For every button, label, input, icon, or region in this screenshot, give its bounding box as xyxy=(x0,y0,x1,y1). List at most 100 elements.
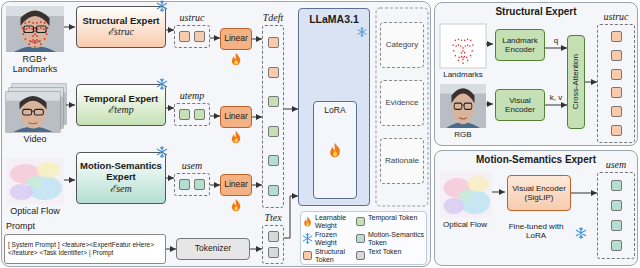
token-label: ustruc xyxy=(180,12,205,24)
connector-arrow xyxy=(545,105,567,106)
image-caption: RGB+ Landmarks xyxy=(4,54,66,75)
token-square xyxy=(194,31,205,42)
output-box: Category xyxy=(380,22,424,68)
node-text: ℰtemp xyxy=(108,104,133,116)
token-group: usem xyxy=(174,160,210,196)
encoder-box: Visual Encoder (SigLIP) xyxy=(507,175,571,211)
token-label: Ttex xyxy=(264,212,281,224)
connector-arrow xyxy=(252,117,262,118)
token-square xyxy=(268,185,279,196)
output-box: Rationale xyxy=(380,138,424,184)
token-square xyxy=(268,247,279,258)
frozen-icon xyxy=(156,0,168,12)
token-square xyxy=(611,180,622,191)
token-square xyxy=(611,50,622,61)
legend-text: Temporal Token xyxy=(368,214,428,222)
attention-box: Cross-Attention xyxy=(567,35,585,129)
legend-swatch xyxy=(356,217,365,226)
token-label: usem xyxy=(182,160,203,172)
connector-arrow xyxy=(166,30,174,31)
token-frame xyxy=(262,225,284,264)
rgb-image xyxy=(440,84,486,128)
image-caption: Video xyxy=(4,134,66,144)
node-text: Linear xyxy=(224,34,248,44)
landmark-image xyxy=(440,24,486,68)
node-text: [ System Prompt ] <feature><ExpertFeatur… xyxy=(8,241,162,257)
node-text: Rationale xyxy=(385,156,419,165)
connector-arrow xyxy=(250,249,262,250)
token-label: Tdeft xyxy=(263,12,284,24)
connector-arrow xyxy=(252,39,262,40)
token-sequence: Ttex xyxy=(262,212,284,264)
node-text: Cross-Attention xyxy=(571,54,580,109)
image-caption: Optical Flow xyxy=(2,206,68,216)
token-square xyxy=(268,155,279,166)
detail-panel: Motion-Semantics ExpertVisual Encoder (S… xyxy=(434,150,638,266)
token-square xyxy=(611,240,622,251)
token-square xyxy=(611,200,622,211)
encoder-box: Landmark Encoder xyxy=(495,29,545,61)
legend-text: Structural Token xyxy=(315,248,354,264)
panel-ground xyxy=(435,151,638,266)
connector-arrow xyxy=(545,48,567,49)
image-caption: Optical Flow xyxy=(434,220,496,229)
linear-layer: Linear xyxy=(220,174,252,196)
output-frame xyxy=(376,8,428,206)
connector-arrow xyxy=(585,82,597,83)
connector-arrow xyxy=(210,116,220,117)
prompt-box: [ System Prompt ] <feature><ExpertFeatur… xyxy=(4,234,166,264)
image-caption: Fine-tuned with LoRA xyxy=(500,222,572,240)
node-text: ℰsem xyxy=(110,183,132,195)
node-text: ℰstruc xyxy=(108,26,134,38)
node-text: Linear xyxy=(224,112,248,122)
token-square xyxy=(611,31,622,42)
node-text: Motion-Semantics Expert xyxy=(80,161,162,183)
token-sequence: ustruc xyxy=(597,11,635,143)
connector-arrow xyxy=(166,108,174,109)
token-frame xyxy=(597,172,635,259)
token-square xyxy=(611,106,622,117)
frozen-icon xyxy=(156,78,168,90)
expert-box: Motion-Semantics Expertℰsem xyxy=(76,152,166,204)
connector-arrow xyxy=(284,109,298,110)
frozen-icon xyxy=(156,146,168,158)
connector-arrow xyxy=(210,185,220,186)
expert-box: Temporal Expertℰtemp xyxy=(76,84,166,126)
token-square xyxy=(268,37,279,48)
frozen-icon xyxy=(302,233,313,244)
expert-box: Structural Expertℰstruc xyxy=(76,6,166,48)
token-sequence: Tdeft xyxy=(262,12,284,208)
image-caption: RGB xyxy=(436,130,490,139)
token-square xyxy=(268,231,279,242)
input-arrows xyxy=(64,27,505,192)
node-text: Category xyxy=(386,40,418,49)
token-square xyxy=(611,69,622,80)
token-square xyxy=(179,179,190,190)
node-text: Evidence xyxy=(386,98,419,107)
token-label: ustruc xyxy=(604,11,629,23)
main-panel xyxy=(2,2,431,267)
token-square xyxy=(268,126,279,137)
token-square xyxy=(611,125,622,136)
token-group: utemp xyxy=(174,90,210,126)
legend-text: Motion-Semantics Token xyxy=(368,231,428,247)
legend-text: Learnable Weight xyxy=(315,214,354,230)
token-square xyxy=(194,109,205,120)
token-square xyxy=(268,67,279,78)
token-frame xyxy=(174,173,210,196)
token-frame xyxy=(174,25,210,48)
optical-flow-image xyxy=(440,172,492,218)
tokenizer-box: Tokenizer xyxy=(176,238,250,260)
linear-layer: Linear xyxy=(220,28,252,50)
token-sequence: usem xyxy=(597,159,635,259)
rgb-landmark-image xyxy=(6,6,64,52)
token-frame xyxy=(174,103,210,126)
video-frames xyxy=(6,84,66,132)
llm-box: LLaMA3.1LoRA xyxy=(298,8,370,206)
frozen-icon xyxy=(576,228,585,239)
node-text: Structural Expert xyxy=(82,16,159,27)
legend-text: Text Token xyxy=(368,248,428,256)
node-text: Linear xyxy=(224,180,248,190)
token-square xyxy=(194,179,205,190)
